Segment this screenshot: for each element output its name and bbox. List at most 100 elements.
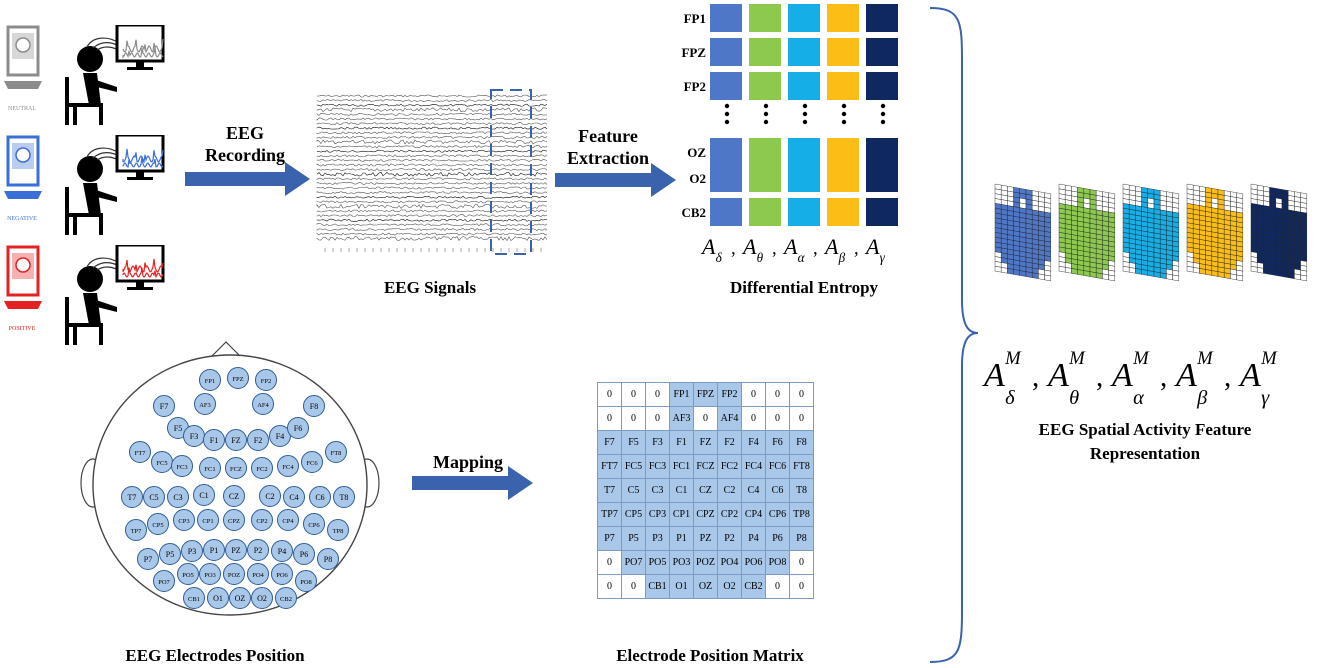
band-subscript: θ [1069, 387, 1079, 409]
electrode: P4 [271, 540, 293, 562]
electrode-label: O1 [213, 594, 223, 603]
matrix-cell: P2 [717, 526, 742, 551]
matrix-cell: FC3 [645, 454, 670, 479]
band-subscript: θ [757, 250, 764, 265]
eeg-trace [316, 223, 548, 227]
electrode: OZ [229, 587, 251, 609]
band-symbol: A [1046, 357, 1069, 394]
electrode: CP4 [277, 509, 299, 531]
matrix-cell: AF3 [669, 406, 694, 431]
stimulus-label: NEGATIVE [7, 216, 37, 222]
electrode: O1 [207, 587, 229, 609]
electrode-label: FT7 [135, 450, 147, 457]
matrix-cell: O1 [669, 574, 694, 599]
electrode: PZ [225, 539, 247, 561]
eeg-trace [316, 171, 548, 177]
stimulus-monitor-icon [4, 25, 42, 89]
channel-label: FPZ [681, 45, 706, 60]
band-feature-map [1250, 183, 1307, 282]
electrode-label: PO4 [252, 572, 264, 579]
matrix-cell: FC2 [717, 454, 742, 479]
matrix-cell: FPZ [693, 382, 718, 407]
matrix-cell: CPZ [693, 502, 718, 527]
electrode: CP3 [173, 509, 195, 531]
matrix-cell: 0 [765, 382, 790, 407]
matrix-cell: FP1 [669, 382, 694, 407]
band-symbol: A [782, 234, 798, 259]
eeg-trace [316, 117, 548, 121]
electrode: FC5 [151, 451, 173, 473]
eeg-trace [316, 186, 548, 190]
band-cell [866, 72, 898, 100]
stimulus-monitor-icon [4, 245, 42, 309]
stimulus-row: POSITIVE [4, 245, 165, 347]
differential-entropy-caption: Differential Entropy [729, 278, 879, 297]
stimulus-label: POSITIVE [9, 326, 36, 332]
matrix-cell: C4 [741, 478, 766, 503]
spatial-feature-stack [994, 183, 1307, 282]
eeg-trace [316, 168, 548, 172]
band-subscript: β [1196, 387, 1208, 409]
eeg-trace [316, 139, 548, 145]
electrode-label: PO6 [276, 572, 288, 579]
band-cell [827, 198, 859, 226]
band-symbol: A [823, 234, 839, 259]
matrix-cell: FP2 [717, 382, 742, 407]
electrode: F6 [287, 417, 309, 439]
channel-label: FP1 [683, 11, 706, 26]
electrode-label: F6 [294, 424, 302, 433]
band-subscript: δ [1005, 387, 1015, 409]
electrode-label: P2 [254, 546, 262, 555]
eeg-signals-plot [316, 89, 548, 255]
matrix-cell: T8 [789, 478, 814, 503]
electrode: P5 [159, 543, 181, 565]
electrode-label: C3 [173, 493, 182, 502]
feature-extraction-line2: Extraction [567, 148, 649, 168]
matrix-cell: F8 [789, 430, 814, 455]
electrode-label: P3 [188, 547, 196, 556]
band-cell [788, 164, 820, 192]
electrode-label: FC2 [256, 466, 267, 473]
electrode-label: F8 [310, 402, 318, 411]
grouping-brace [929, 7, 979, 663]
subject-figure-icon [65, 245, 165, 347]
nose-outline [209, 341, 243, 359]
matrix-cell: TP8 [789, 502, 814, 527]
matrix-cell: F1 [669, 430, 694, 455]
band-cell [749, 72, 781, 100]
electrode: P6 [293, 543, 315, 565]
matrix-cell: F5 [621, 430, 646, 455]
matrix-cell: CP3 [645, 502, 670, 527]
band-cell [827, 72, 859, 100]
matrix-cell: 0 [741, 382, 766, 407]
electrode-label: P8 [324, 555, 332, 564]
electrode: CB2 [275, 587, 297, 609]
matrix-cell: FCZ [693, 454, 718, 479]
band-cell [788, 4, 820, 32]
matrix-cell: AF4 [717, 406, 742, 431]
svg-text:,: , [772, 238, 777, 259]
electrode-label: TP7 [131, 528, 143, 535]
mapping-text: Mapping [432, 452, 504, 472]
electrode-label: CP4 [282, 518, 294, 525]
electrode: F1 [203, 429, 225, 451]
matrix-cell: 0 [621, 574, 646, 599]
electrode-label: AF4 [257, 402, 269, 409]
band-cell [788, 138, 820, 166]
eeg-recording-label: EEG Recording [205, 122, 285, 166]
eeg-trace [316, 236, 548, 242]
subject-figure-icon [65, 135, 165, 237]
eeg-trace [316, 103, 548, 107]
electrode: PO3 [199, 563, 221, 585]
eeg-trace [316, 177, 548, 181]
matrix-cell: P1 [669, 526, 694, 551]
electrode: F8 [303, 395, 325, 417]
band-superscript: M [1196, 348, 1214, 369]
stimulus-label: NEUTRAL [8, 106, 36, 112]
